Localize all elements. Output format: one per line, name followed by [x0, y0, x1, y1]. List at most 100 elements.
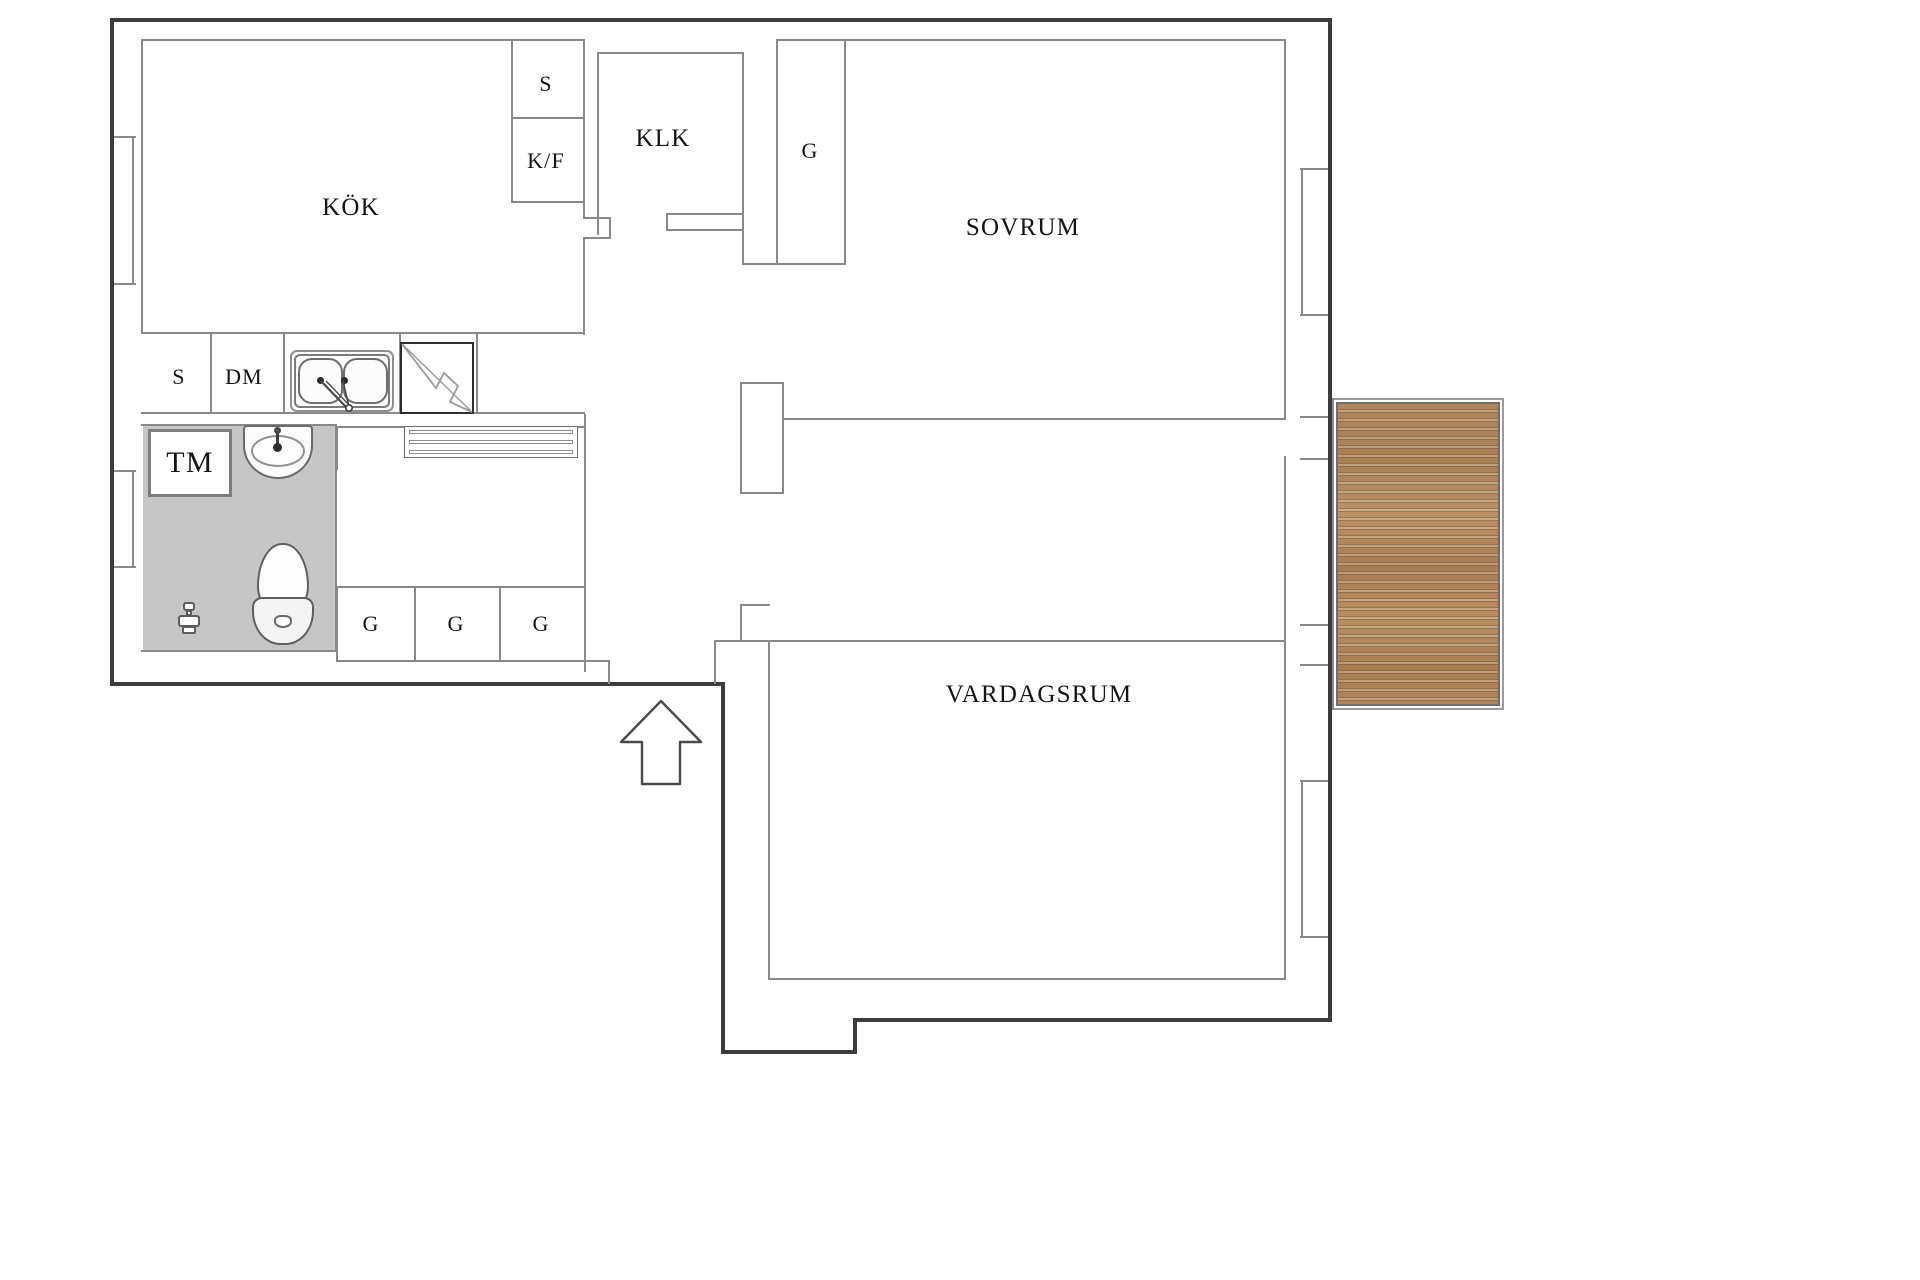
- wall-sovrum-right: [1284, 39, 1286, 420]
- wall-hallg-left: [336, 586, 338, 660]
- wall-closet-sk-bottom: [511, 201, 585, 203]
- wall-hallg-top: [336, 586, 586, 588]
- wall-counter-div-1: [210, 334, 212, 412]
- wall-hallg-div-1: [414, 588, 416, 660]
- appliance-label-dishwasher: DM: [225, 364, 263, 389]
- window-right-vardagsrum-c: [1300, 936, 1328, 938]
- wall-counter-div-2: [283, 334, 285, 412]
- closet-label-kok-s: S: [539, 71, 553, 96]
- room-label-sovrum: SOVRUM: [965, 214, 1081, 241]
- window-right-vardagsrum-b: [1301, 780, 1303, 938]
- closet-label-hall-g1: G: [362, 611, 380, 636]
- wall-closet-sk-left: [511, 41, 513, 203]
- wall-sovrum-bottom: [782, 418, 1286, 420]
- wall-bathroom-right: [335, 424, 337, 652]
- wall-kitchen-top: [141, 39, 585, 41]
- window-left-kitchen-c: [114, 283, 136, 285]
- wall-hallg-bottom: [336, 660, 586, 662]
- wall-klk-door-jamb: [666, 213, 744, 215]
- wall-vardagsrum-entry-jamb-a: [740, 604, 770, 606]
- wall-hall-partition-left: [740, 382, 742, 494]
- wall-klk-door-jamb-b: [666, 213, 668, 231]
- wall-hall-stub: [584, 660, 610, 662]
- wall-klk-right: [742, 52, 744, 265]
- wall-counter-div-4: [476, 334, 478, 412]
- wall-klk-left: [597, 52, 599, 235]
- wall-vardagsrum-right-upper: [1284, 456, 1286, 624]
- wall-g-sovrum-right: [844, 39, 846, 265]
- toilet-drain: [274, 615, 292, 628]
- closet-label-hall-g2: G: [447, 611, 465, 636]
- wall-vardagsrum-bottom: [768, 978, 1286, 980]
- wall-hall-partition-top: [740, 382, 784, 384]
- window-left-bathroom-b: [132, 470, 134, 568]
- balcony-edge-left: [1332, 398, 1334, 710]
- exterior-wall-top: [110, 18, 1332, 22]
- closet-label-sovrum-g: G: [801, 138, 819, 163]
- wall-klk-top: [597, 52, 744, 54]
- window-left-bathroom-c: [114, 566, 136, 568]
- window-right-sovrum-c: [1300, 314, 1328, 316]
- room-label-klk: KLK: [635, 125, 691, 152]
- basin-tap-stem: [276, 429, 279, 449]
- wall-klk-door-jamb-c: [666, 229, 744, 231]
- closet-label-kok-kf: K/F: [527, 148, 565, 173]
- window-left-kitchen-b: [132, 136, 134, 284]
- balcony-door-bottom-2: [1300, 664, 1328, 666]
- wall-hall-partition-right: [782, 382, 784, 494]
- window-left-bathroom: [114, 470, 136, 472]
- balcony-door-bottom: [1300, 458, 1328, 460]
- wall-counter-top: [141, 332, 585, 334]
- balcony-door-top-2: [1300, 624, 1328, 626]
- exterior-wall-bottom-step: [853, 1018, 857, 1054]
- wall-vardagsrum-entry-jamb-c: [714, 640, 770, 642]
- wall-bathroom-bottom: [141, 650, 337, 652]
- window-right-vardagsrum: [1300, 780, 1328, 782]
- kitchen-sink-drain-left: [317, 377, 324, 384]
- window-left-kitchen: [114, 136, 136, 138]
- wall-vardagsrum-top: [768, 640, 1286, 642]
- wall-vardagsrum-entry-jamb-b: [740, 604, 742, 642]
- wall-bathroom-top: [141, 424, 337, 426]
- window-right-sovrum: [1300, 168, 1328, 170]
- exterior-wall-bottom-left: [110, 682, 725, 686]
- exterior-wall-bottom: [721, 1050, 857, 1054]
- wall-kitchen-right: [583, 39, 585, 219]
- wall-hall-upper-left: [336, 426, 338, 470]
- wall-hall-right: [584, 414, 586, 672]
- exterior-wall-left: [110, 18, 114, 686]
- wall-g-sovrum-bottom: [776, 263, 846, 265]
- wall-sovrum-top: [776, 39, 1286, 41]
- wall-counter-bottom: [141, 412, 585, 414]
- basin-tap-knob: [273, 443, 282, 452]
- toilet-bowl: [252, 597, 314, 645]
- exterior-wall-hall-right: [721, 682, 725, 1054]
- wall-klk-bottom: [742, 263, 778, 265]
- washing-machine-box: [148, 429, 232, 497]
- wall-g-sovrum-left: [776, 39, 778, 265]
- wall-hallg-div-2: [499, 588, 501, 660]
- kitchen-sink-tap: [320, 379, 353, 412]
- balcony-deck: [1336, 402, 1500, 706]
- closet-label-hall-g3: G: [532, 611, 550, 636]
- kitchen-sink-drain-right: [341, 377, 348, 384]
- exterior-wall-bottom-right: [853, 1018, 1332, 1022]
- wall-kitchen-jamb-b: [609, 217, 611, 239]
- wall-closet-sk-divider: [511, 117, 585, 119]
- closet-label-counter-s: S: [172, 364, 186, 389]
- floor-drain-icon: [176, 602, 202, 636]
- wall-vardagsrum-left: [768, 640, 770, 980]
- room-label-kok: KÖK: [322, 194, 380, 221]
- wall-kitchen-left: [141, 39, 143, 332]
- window-right-sovrum-b: [1301, 168, 1303, 316]
- wall-kitchen-right-lower: [583, 237, 585, 335]
- stove-lightning-icon: [401, 343, 473, 413]
- washing-machine-label: TM: [166, 446, 214, 479]
- basin-tap-top: [274, 427, 281, 434]
- wall-vardagsrum-right: [1284, 622, 1286, 980]
- wall-vardagsrum-entry-jamb-d: [714, 640, 716, 684]
- radiator-hall: [404, 426, 578, 458]
- wall-hall-stub-b: [608, 660, 610, 684]
- wall-kitchen-jamb-c: [583, 237, 611, 239]
